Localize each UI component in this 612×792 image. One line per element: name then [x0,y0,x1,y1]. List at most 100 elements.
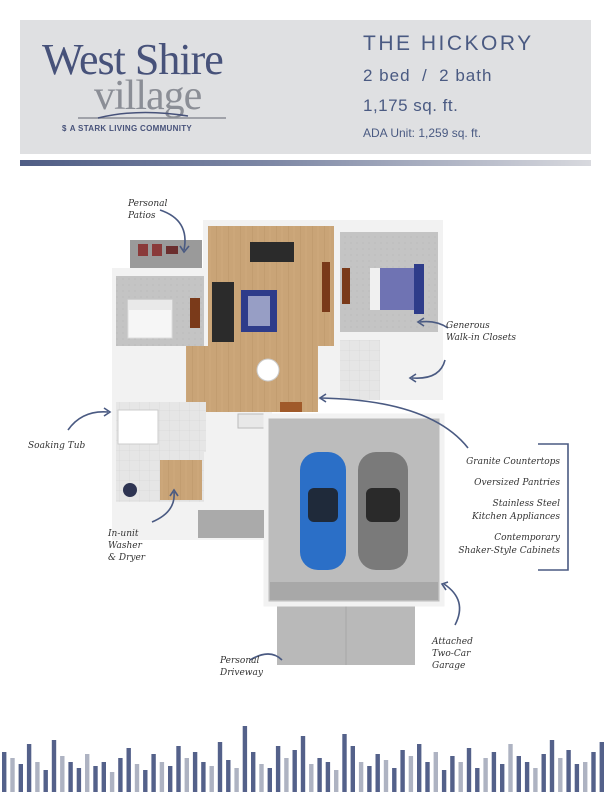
decorative-bar [317,758,322,792]
decorative-bar [524,762,530,792]
decorative-bar [60,756,65,792]
decorative-bar [541,754,546,792]
decorative-bar [334,770,339,792]
decorative-bar [101,762,106,792]
note-kitchen-features: Granite Countertops Oversized Pantries S… [458,457,560,556]
decorative-bar [292,750,297,792]
decorative-bar [43,770,48,792]
logo-name-line2: village [94,73,202,119]
decorative-bar [375,754,380,792]
decorative-bar [85,754,90,792]
decorative-bar [2,752,7,792]
decorative-bar [566,750,571,792]
decorative-bar [383,760,389,792]
decorative-bar [143,770,148,792]
decorative-bar [500,764,505,792]
decorative-bar [176,746,181,792]
plan-name: THE HICKORY [363,32,534,55]
decorative-bar [242,726,248,792]
decorative-bar [466,748,472,792]
logo-swoosh-icon [78,111,226,119]
decorative-bar [325,762,331,792]
decorative-bar [392,768,397,792]
annotation-arrows [67,209,569,661]
decorative-bar [10,758,15,792]
decorative-bar [234,768,239,792]
decorative-bar [533,768,538,792]
decorative-bar [284,758,289,792]
decorative-bar [168,766,173,792]
decorative-bar [433,752,438,792]
plan-info: THE HICKORY 2 bed / 2 bath 1,175 sq. ft.… [363,32,583,140]
decorative-bar [267,768,272,792]
decorative-bar [599,742,604,792]
decorative-bar [475,768,480,792]
header-divider [20,160,591,166]
decorative-bar-pattern [2,726,604,792]
decorative-bar [367,766,372,792]
decorative-bar [51,740,57,792]
decorative-bar [93,766,98,792]
decorative-bar [441,770,447,792]
plan-square-footage: 1,175 sq. ft. [363,96,459,115]
decorative-bar [508,744,513,792]
decorative-bar [358,762,364,792]
decorative-bar [400,750,405,792]
decorative-bar [192,752,198,792]
logo-tagline: $A STARK LIVING COMMUNITY [62,124,193,133]
floor-plan-illustration [67,209,569,665]
decorative-bar [217,742,223,792]
decorative-bar [68,762,73,792]
west-shire-village-logo: West Shire village $A STARK LIVING COMMU… [42,38,242,138]
decorative-bar [558,758,563,792]
decorative-bar [126,748,131,792]
decorative-bar [18,764,23,792]
decorative-bar [151,754,156,792]
decorative-bar [425,762,430,792]
decorative-bar [26,744,32,792]
decorative-bar [583,762,588,792]
bath-1 [340,340,380,400]
decorative-bar [118,758,123,792]
decorative-bar [259,764,264,792]
decorative-bar [458,762,463,792]
decorative-bar [309,764,314,792]
decorative-bar [251,752,256,792]
decorative-bar [226,760,231,792]
decorative-bar [483,758,488,792]
decorative-bar [591,752,596,792]
decorative-bar [209,766,214,792]
stark-s-icon: $ [62,124,67,133]
decorative-bar [574,764,580,792]
decorative-bar [417,744,422,792]
decorative-bar [350,746,355,792]
dining-kitchen [186,346,318,412]
decorative-bar [76,768,82,792]
garage [263,413,445,607]
decorative-bar [159,762,165,792]
decorative-bar [134,764,140,792]
decorative-bar [408,756,414,792]
header-banner: West Shire village $A STARK LIVING COMMU… [20,20,591,154]
plan-ada-square-footage: ADA Unit: 1,259 sq. ft. [363,126,482,140]
decorative-bar [342,734,347,792]
car-silver [358,452,408,570]
decorative-bar [184,758,189,792]
decorative-bar [275,746,281,792]
note-tub: Soaking Tub [28,441,86,451]
entry-porch [198,510,264,538]
decorative-bar [35,762,40,792]
logo-name-line1: West Shire [42,35,224,84]
decorative-bar [491,752,497,792]
car-blue [300,452,346,570]
plan-beds-baths: 2 bed / 2 bath [363,66,493,85]
decorative-bar [549,740,555,792]
decorative-bar [450,756,455,792]
decorative-bar [516,756,521,792]
decorative-bar [201,762,206,792]
